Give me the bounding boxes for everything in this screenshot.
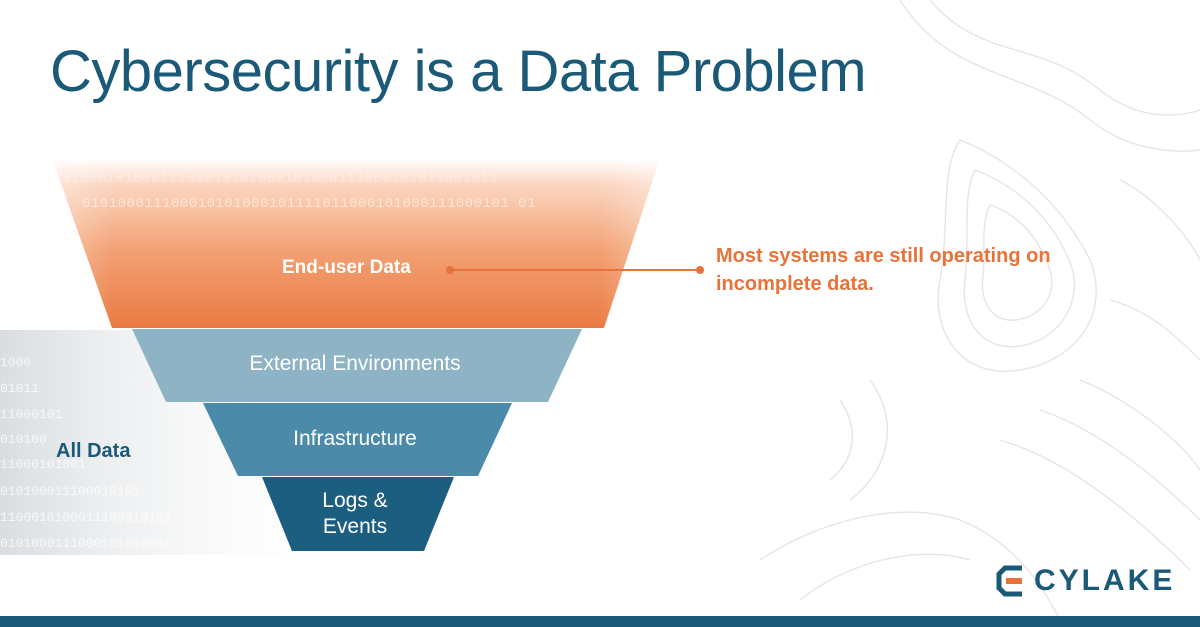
label-logs-line2: Events [322, 515, 388, 538]
all-data-label: All Data [56, 440, 131, 462]
callout-dot-right [696, 266, 704, 274]
binary-row-left: 1000 [0, 355, 32, 370]
callout-text: Most systems are still operating on inco… [716, 245, 1051, 295]
binary-row-left: 0101000111000101010001 [0, 536, 172, 551]
binary-row-left: 010100 [0, 432, 47, 447]
binary-stream-second: 0101000111000101010001011110110001010001… [82, 196, 536, 212]
layer-external-environments [132, 329, 582, 402]
binary-stream-top: 1100010100011100010101000101000111000101… [62, 171, 499, 187]
binary-row-left: 11000101001 [0, 457, 86, 472]
binary-row-left: 010100011100010101 [0, 484, 141, 499]
binary-row-left: 1100010100011100010101 [0, 510, 172, 525]
label-infrastructure: Infrastructure [293, 427, 417, 450]
label-logs-events: Logs & Events [260, 488, 450, 540]
label-end-user-data: End-user Data [282, 257, 411, 278]
label-logs-line1: Logs & [322, 489, 388, 512]
bottom-bar [0, 616, 1200, 627]
callout-dot-left [446, 266, 454, 274]
page-title: Cybersecurity is a Data Problem [50, 39, 867, 104]
cylake-logo-text: CYLAKE [1034, 564, 1176, 597]
cylake-logo-icon [996, 565, 1022, 597]
binary-row-left: 01011 [0, 381, 40, 396]
layer-infrastructure [203, 403, 512, 476]
label-external-environments: External Environments [249, 352, 461, 375]
binary-row-left: 11000101 [0, 407, 63, 422]
layer-logs-events [262, 477, 454, 551]
cylake-logo: CYLAKE [996, 563, 1175, 599]
